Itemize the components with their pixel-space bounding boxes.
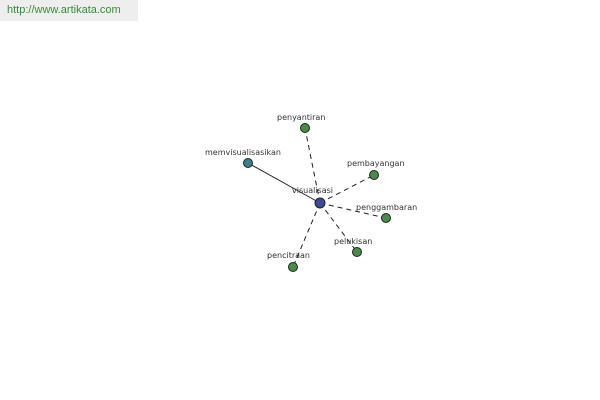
node-circle-pembayangan[interactable] [369, 170, 379, 180]
node-circle-penggambaran[interactable] [381, 213, 391, 223]
edge-pelukisan [319, 202, 358, 253]
source-url-link[interactable]: http://www.artikata.com [7, 4, 121, 16]
node-pelukisan[interactable]: pelukisan [334, 237, 372, 257]
node-label-penyantiran[interactable]: penyantiran [277, 113, 325, 122]
node-penggambaran[interactable]: penggambaran [356, 203, 417, 223]
node-penyantiran[interactable]: penyantiran [277, 113, 325, 133]
edge-pembayangan [319, 174, 375, 204]
node-pencitraan[interactable]: pencitraan [267, 251, 310, 272]
node-circle-memvisualisasikan[interactable] [243, 158, 253, 168]
node-label-penggambaran[interactable]: penggambaran [356, 203, 417, 212]
edge-penggambaran [319, 202, 387, 219]
edge-penyantiran [304, 127, 321, 204]
node-label-visualisasi[interactable]: visualisasi [292, 186, 333, 195]
graph-nodes: penyantiran memvisualisasikan pembayangan p… [205, 113, 417, 272]
node-circle-visualisasi[interactable] [314, 197, 326, 209]
node-circle-pelukisan[interactable] [352, 247, 362, 257]
edge-pencitraan [292, 202, 321, 268]
node-label-pencitraan[interactable]: pencitraan [267, 251, 310, 260]
graph-edges [247, 127, 387, 268]
edge-memvisualisasikan [247, 162, 321, 204]
node-circle-penyantiran[interactable] [300, 123, 310, 133]
node-label-pembayangan[interactable]: pembayangan [347, 159, 405, 168]
node-circle-pencitraan[interactable] [288, 262, 298, 272]
node-label-pelukisan[interactable]: pelukisan [334, 237, 372, 246]
node-visualisasi[interactable]: visualisasi [292, 186, 333, 209]
node-pembayangan[interactable]: pembayangan [347, 159, 405, 180]
source-banner: http://www.artikata.com [0, 0, 138, 21]
node-memvisualisasikan[interactable]: memvisualisasikan [205, 148, 281, 168]
node-label-memvisualisasikan[interactable]: memvisualisasikan [205, 148, 281, 157]
